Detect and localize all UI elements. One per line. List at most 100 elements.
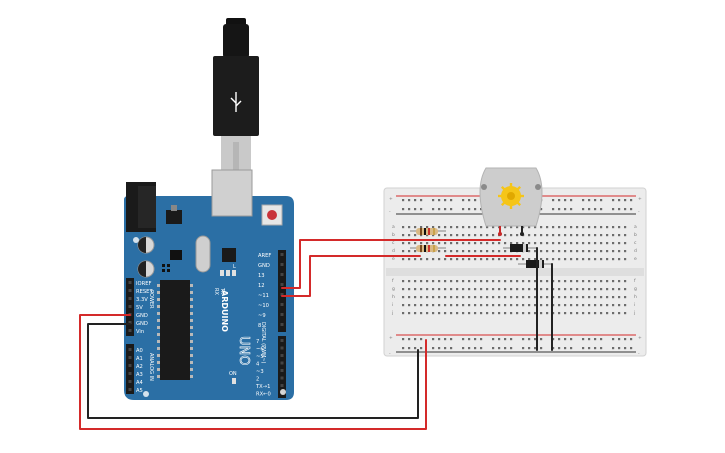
row-letter-right-i: i: [634, 302, 635, 308]
digital-pin-label-top-7: 8: [258, 323, 261, 329]
led-rx: [220, 270, 224, 276]
row-letter-right-h: h: [634, 294, 637, 300]
digital-pin-label-bottom-4: ~3: [256, 369, 264, 375]
breadboard-center-channel: [386, 268, 644, 276]
row-letter-left-j: j: [391, 310, 393, 316]
rail-plus-bottom-left: +: [389, 335, 393, 341]
analog-pin-label-2: A2: [136, 364, 143, 370]
rail-minus-bottom-left: -: [389, 352, 391, 357]
rail-plus-bottom-right: +: [638, 335, 642, 341]
row-letter-left-a: a: [392, 225, 395, 230]
uno-model-label: UNO: [236, 336, 251, 365]
digital-pin-label-top-1: GND: [258, 263, 270, 269]
crystal: [195, 235, 211, 273]
row-letter-right-a: a: [634, 225, 637, 230]
row-letter-left-d: d: [392, 248, 395, 254]
usb-cable[interactable]: [213, 18, 259, 172]
usb-jack: [211, 169, 253, 217]
usb-icon: [230, 92, 242, 112]
digital-pin-label-top-6: ~9: [258, 313, 266, 319]
analog-pin-label-4: A4: [136, 380, 144, 386]
digital-pin-label-bottom-2: ~5: [256, 354, 264, 360]
led-rx-label: RX: [213, 288, 219, 295]
digital-pin-label-bottom-0: 7: [256, 339, 259, 345]
digital-pin-label-bottom-7: RX←0: [256, 392, 271, 398]
row-letter-right-f: f: [634, 278, 636, 284]
led-l-label: L: [233, 264, 236, 270]
row-letter-left-f: f: [392, 278, 394, 284]
rail-minus-top-right: -: [638, 210, 640, 215]
digital-label: DIGITAL (PWM~): [260, 322, 266, 364]
rail-minus-top-left: -: [389, 210, 391, 215]
led-on: [232, 378, 236, 384]
dc-motor[interactable]: [479, 167, 543, 236]
usb-chip: [222, 248, 236, 262]
digital-pin-label-top-0: AREF: [258, 253, 271, 259]
power-pin-label-0: IOREF: [136, 281, 151, 287]
row-letter-left-c: c: [392, 241, 395, 246]
row-letter-left-g: g: [392, 287, 395, 292]
digital-pin-labels-top: AREF GND 13 12 ~11 ~10 ~9 8: [258, 253, 271, 329]
rail-plus-top-left: +: [389, 196, 393, 202]
digital-pin-label-bottom-1: ~6: [256, 347, 264, 353]
analog-pin-label-5: A5: [136, 388, 143, 394]
digital-pin-label-top-3: 12: [258, 283, 265, 289]
atmega-chip: [160, 280, 190, 380]
voltage-regulator: [166, 210, 182, 224]
row-letter-right-b: b: [634, 232, 637, 238]
digital-pin-label-bottom-5: 2: [256, 377, 259, 383]
power-label: POWER: [148, 290, 154, 309]
resistor-2[interactable]: [410, 245, 446, 252]
analog-pin-label-0: A0: [136, 348, 143, 354]
diode-2[interactable]: [518, 260, 552, 268]
power-pin-label-4: GND: [136, 313, 148, 319]
row-letter-left-i: i: [392, 302, 393, 308]
rail-minus-bottom-right: -: [638, 352, 640, 357]
power-pin-labels: IOREF RESET 3.3V 5V GND GND Vin: [136, 281, 153, 335]
arduino-uno-board[interactable]: L ON TX RX ARDUINO UNO DIGITAL (PWM~) AN…: [124, 169, 294, 400]
wire-5v[interactable]: [79, 314, 427, 430]
analog-pin-label-1: A1: [136, 356, 143, 362]
digital-pin-label-top-2: 13: [258, 273, 265, 279]
digital-header-bottom: [278, 336, 286, 398]
digital-header-top: [278, 250, 286, 332]
led-on-label: ON: [229, 371, 237, 377]
arduino-brand-label: ARDUINO: [220, 290, 229, 332]
row-letter-left-e: e: [392, 257, 395, 262]
digital-pin-label-bottom-3: 4: [256, 362, 260, 368]
row-letter-right-d: d: [634, 248, 637, 254]
analog-pin-label-3: A3: [136, 372, 143, 378]
power-pin-label-1: RESET: [136, 289, 153, 295]
row-letter-left-h: h: [392, 294, 395, 300]
led-l: [232, 270, 236, 276]
diode-1[interactable]: [503, 244, 537, 252]
digital-pin-label-top-4: ~11: [258, 293, 269, 299]
capacitor-1: [137, 236, 155, 254]
digital-pin-label-bottom-6: TX→1: [255, 384, 270, 390]
led-tx: [226, 270, 230, 276]
resistor-1[interactable]: [410, 228, 446, 235]
row-letter-right-e: e: [634, 257, 637, 262]
wire-pin12[interactable]: [281, 255, 421, 297]
rail-plus-top-right: +: [638, 196, 642, 202]
led-tx-label: TX: [219, 287, 225, 295]
analog-label: ANALOG IN: [148, 353, 154, 381]
row-letter-right-c: c: [634, 241, 637, 246]
capacitor-2: [137, 260, 155, 278]
power-pin-label-3: 5V: [136, 305, 143, 311]
power-pin-label-6: Vin: [136, 329, 144, 335]
digital-pin-label-top-5: ~10: [258, 303, 269, 309]
digital-pin-labels-bottom: 7 ~6~5 4~3 2TX→1RX←0: [255, 339, 271, 398]
row-letter-left-b: b: [392, 232, 395, 238]
wire-gnd[interactable]: [87, 323, 419, 419]
row-letter-right-j: j: [633, 310, 635, 316]
row-letter-right-g: g: [634, 287, 637, 292]
analog-header: [126, 344, 134, 394]
power-pin-label-5: GND: [136, 321, 148, 327]
power-pin-label-2: 3.3V: [136, 297, 148, 303]
wire-pin13[interactable]: [281, 239, 501, 289]
